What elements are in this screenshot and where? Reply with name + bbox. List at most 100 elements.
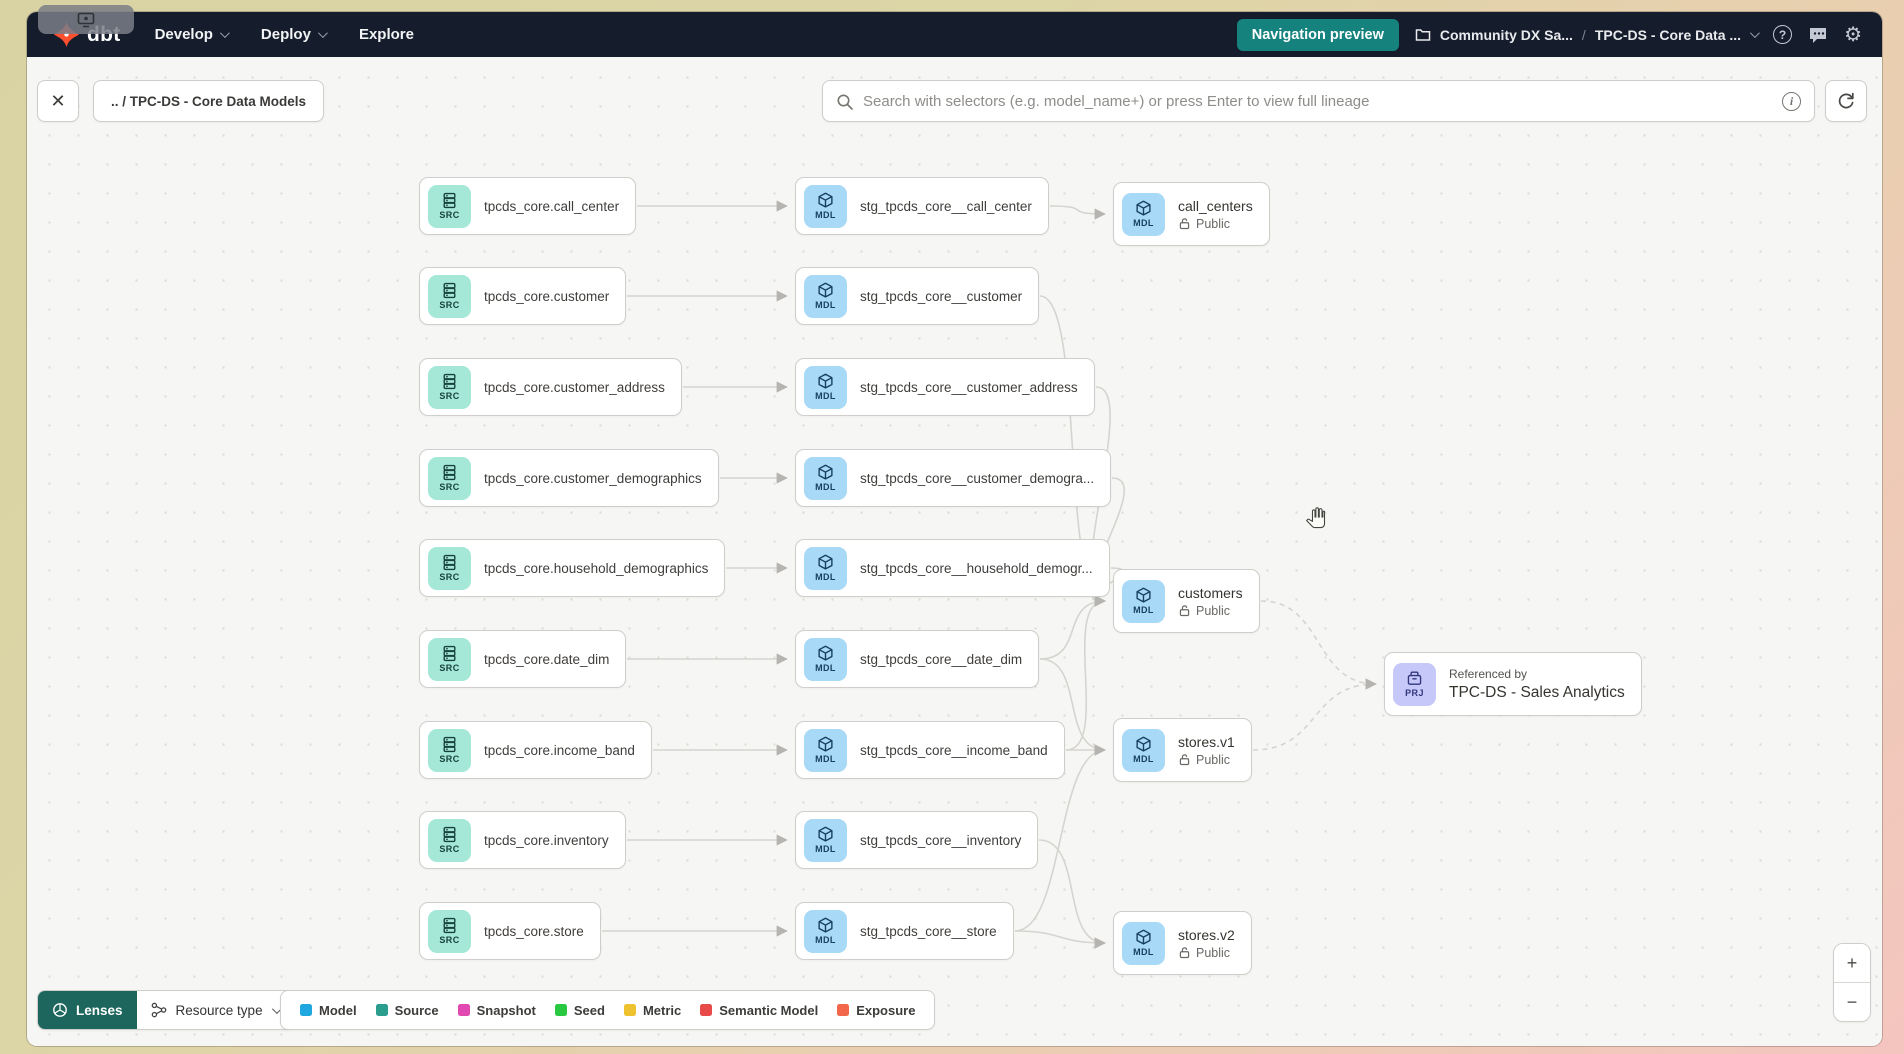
help-button[interactable]: ? xyxy=(1773,25,1793,44)
lineage-breadcrumb-chip[interactable]: .. / TPC-DS - Core Data Models xyxy=(93,80,325,122)
node-label: stg_tpcds_core__inventory xyxy=(860,832,1022,848)
folder-icon xyxy=(1415,28,1431,41)
node-label: tpcds_core.call_center xyxy=(484,198,620,214)
node-label: customers xyxy=(1178,584,1243,601)
node-badge: SRC xyxy=(428,546,471,590)
gear-icon: ⚙ xyxy=(1844,23,1862,46)
zoom-out-button[interactable]: − xyxy=(1834,983,1870,1021)
node-label: tpcds_core.customer_address xyxy=(484,379,665,395)
node-label: tpcds_core.household_demographics xyxy=(484,560,709,576)
chevron-down-icon[interactable] xyxy=(1750,28,1760,39)
breadcrumb-separator: / xyxy=(1581,26,1586,43)
node-label: stg_tpcds_core__store xyxy=(860,923,997,939)
legend-item: Semantic Model xyxy=(700,1003,818,1018)
legend-item: Seed xyxy=(554,1003,605,1018)
node-label: TPC-DS - Sales Analytics xyxy=(1449,683,1625,701)
source-node[interactable]: SRC tpcds_core.inventory xyxy=(419,811,626,869)
legend-item: Source xyxy=(375,1003,439,1018)
model-cube-icon xyxy=(818,826,833,842)
nav-item-develop[interactable]: Develop xyxy=(155,26,230,43)
node-badge: SRC xyxy=(428,184,471,228)
lineage-edge xyxy=(1065,595,1106,751)
node-badge: MDL xyxy=(1122,192,1165,236)
referenced-by-label: Referenced by xyxy=(1449,666,1528,681)
staging-model-node[interactable]: MDL stg_tpcds_core__household_demogr... xyxy=(795,539,1110,597)
nav-item-explore[interactable]: Explore xyxy=(358,26,414,43)
public-lock-icon xyxy=(1179,947,1190,959)
info-icon[interactable]: i xyxy=(1782,92,1801,111)
database-icon xyxy=(443,826,456,843)
node-badge: MDL xyxy=(1122,579,1165,623)
access-badge: Public xyxy=(1178,217,1253,231)
database-icon xyxy=(443,736,456,753)
lineage-edge xyxy=(1038,839,1106,949)
node-badge: MDL xyxy=(804,456,847,500)
node-badge: SRC xyxy=(428,728,471,772)
database-icon xyxy=(443,917,456,934)
close-lineage-button[interactable]: ✕ xyxy=(37,80,79,122)
resource-type-button[interactable]: Resource type xyxy=(136,991,293,1029)
settings-button[interactable]: ⚙ xyxy=(1844,25,1862,45)
model-cube-icon xyxy=(818,554,833,570)
node-label: stg_tpcds_core__household_demogr... xyxy=(860,560,1093,576)
node-badge: SRC xyxy=(428,909,471,953)
staging-model-node[interactable]: MDL stg_tpcds_core__inventory xyxy=(795,811,1039,869)
chat-bubble-icon xyxy=(1810,27,1827,43)
screen-share-indicator xyxy=(38,5,134,34)
lenses-control-group: Lenses Resource type xyxy=(37,990,294,1030)
breadcrumb-current[interactable]: TPC-DS - Core Data ... xyxy=(1594,26,1742,43)
lenses-button[interactable]: Lenses xyxy=(38,991,137,1029)
database-icon xyxy=(443,192,456,209)
legend-swatch xyxy=(300,1004,312,1016)
project-reference-node[interactable]: PRJ Referenced by TPC-DS - Sales Analytics xyxy=(1384,652,1642,716)
database-icon xyxy=(443,645,456,662)
breadcrumb-project[interactable]: Community DX Sa... xyxy=(1439,26,1573,43)
legend-swatch xyxy=(837,1004,850,1016)
model-cube-icon xyxy=(1136,200,1151,216)
node-badge: SRC xyxy=(428,456,471,500)
top-navigation-bar: dbt Develop Deploy Explore Navigation pr… xyxy=(27,12,1882,57)
access-badge: Public xyxy=(1178,753,1235,767)
legend-swatch xyxy=(554,1004,567,1016)
node-badge: MDL xyxy=(804,818,847,862)
help-icon: ? xyxy=(1773,25,1793,44)
node-badge: MDL xyxy=(804,546,847,590)
model-cube-icon xyxy=(1136,736,1151,752)
chevron-down-icon xyxy=(219,28,230,39)
refresh-lineage-button[interactable] xyxy=(1825,80,1867,122)
node-badge: MDL xyxy=(804,909,847,953)
search-input[interactable] xyxy=(863,92,1774,110)
node-badge: MDL xyxy=(804,637,847,681)
lineage-edge xyxy=(1014,744,1106,932)
source-node[interactable]: SRC tpcds_core.household_demographics xyxy=(419,539,726,597)
lineage-search[interactable]: i xyxy=(822,80,1815,122)
node-badge: PRJ xyxy=(1393,662,1436,706)
lenses-icon xyxy=(53,1003,67,1017)
navigation-preview-button[interactable]: Navigation preview xyxy=(1236,18,1399,51)
nav-item-deploy[interactable]: Deploy xyxy=(261,26,328,43)
legend-swatch xyxy=(375,1004,388,1016)
node-label: tpcds_core.inventory xyxy=(484,832,609,848)
source-node[interactable]: SRC tpcds_core.call_center xyxy=(419,177,637,235)
node-badge: SRC xyxy=(428,818,471,862)
staging-model-node[interactable]: MDL stg_tpcds_core__store xyxy=(795,902,1014,960)
zoom-in-button[interactable]: + xyxy=(1834,944,1870,982)
feedback-button[interactable] xyxy=(1808,26,1828,44)
